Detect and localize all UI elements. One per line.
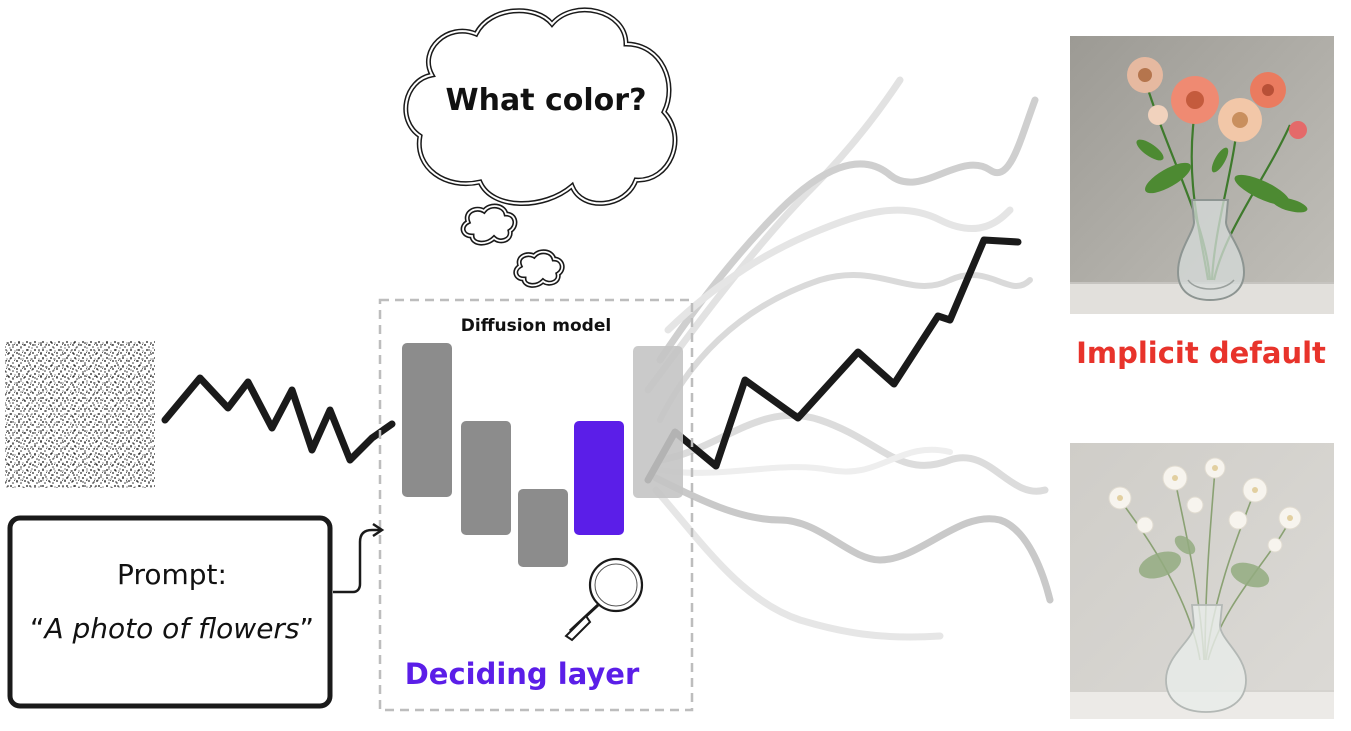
prompt-text: “A photo of flowers” xyxy=(30,612,314,645)
prompt-arrow xyxy=(333,522,385,594)
output-image-alternative xyxy=(1070,443,1334,719)
thought-bubble: What color? xyxy=(403,7,678,206)
prompt-box xyxy=(7,515,333,709)
encoder-layer-1 xyxy=(402,343,452,497)
main-output-trajectory xyxy=(644,236,1022,484)
prompt-quoted-text: A photo of flowers xyxy=(42,612,299,645)
magnifier-icon xyxy=(564,557,644,642)
deciding-layer-block xyxy=(574,421,624,535)
encoder-layer-2 xyxy=(461,421,511,535)
implicit-default-caption: Implicit default xyxy=(1076,336,1326,370)
thought-bubble-text: What color? xyxy=(446,83,647,118)
prompt-close-quote: ” xyxy=(300,612,315,645)
diffusion-model-box xyxy=(378,298,694,712)
unet-layers xyxy=(402,343,683,567)
diffusion-model-label: Diffusion model xyxy=(461,316,611,336)
prompt-label: Prompt: xyxy=(117,558,227,591)
small-thought-cloud xyxy=(460,203,518,246)
noise-image xyxy=(5,340,155,488)
prompt-open-quote: “ xyxy=(30,612,45,645)
input-trajectory xyxy=(161,374,396,464)
bottleneck-layer xyxy=(518,489,568,567)
deciding-layer-label: Deciding layer xyxy=(405,657,640,691)
alternative-trajectories xyxy=(644,76,1054,641)
tiny-thought-cloud xyxy=(513,249,565,288)
output-image-implicit-default xyxy=(1070,36,1334,314)
decoder-layer-light xyxy=(633,346,683,498)
